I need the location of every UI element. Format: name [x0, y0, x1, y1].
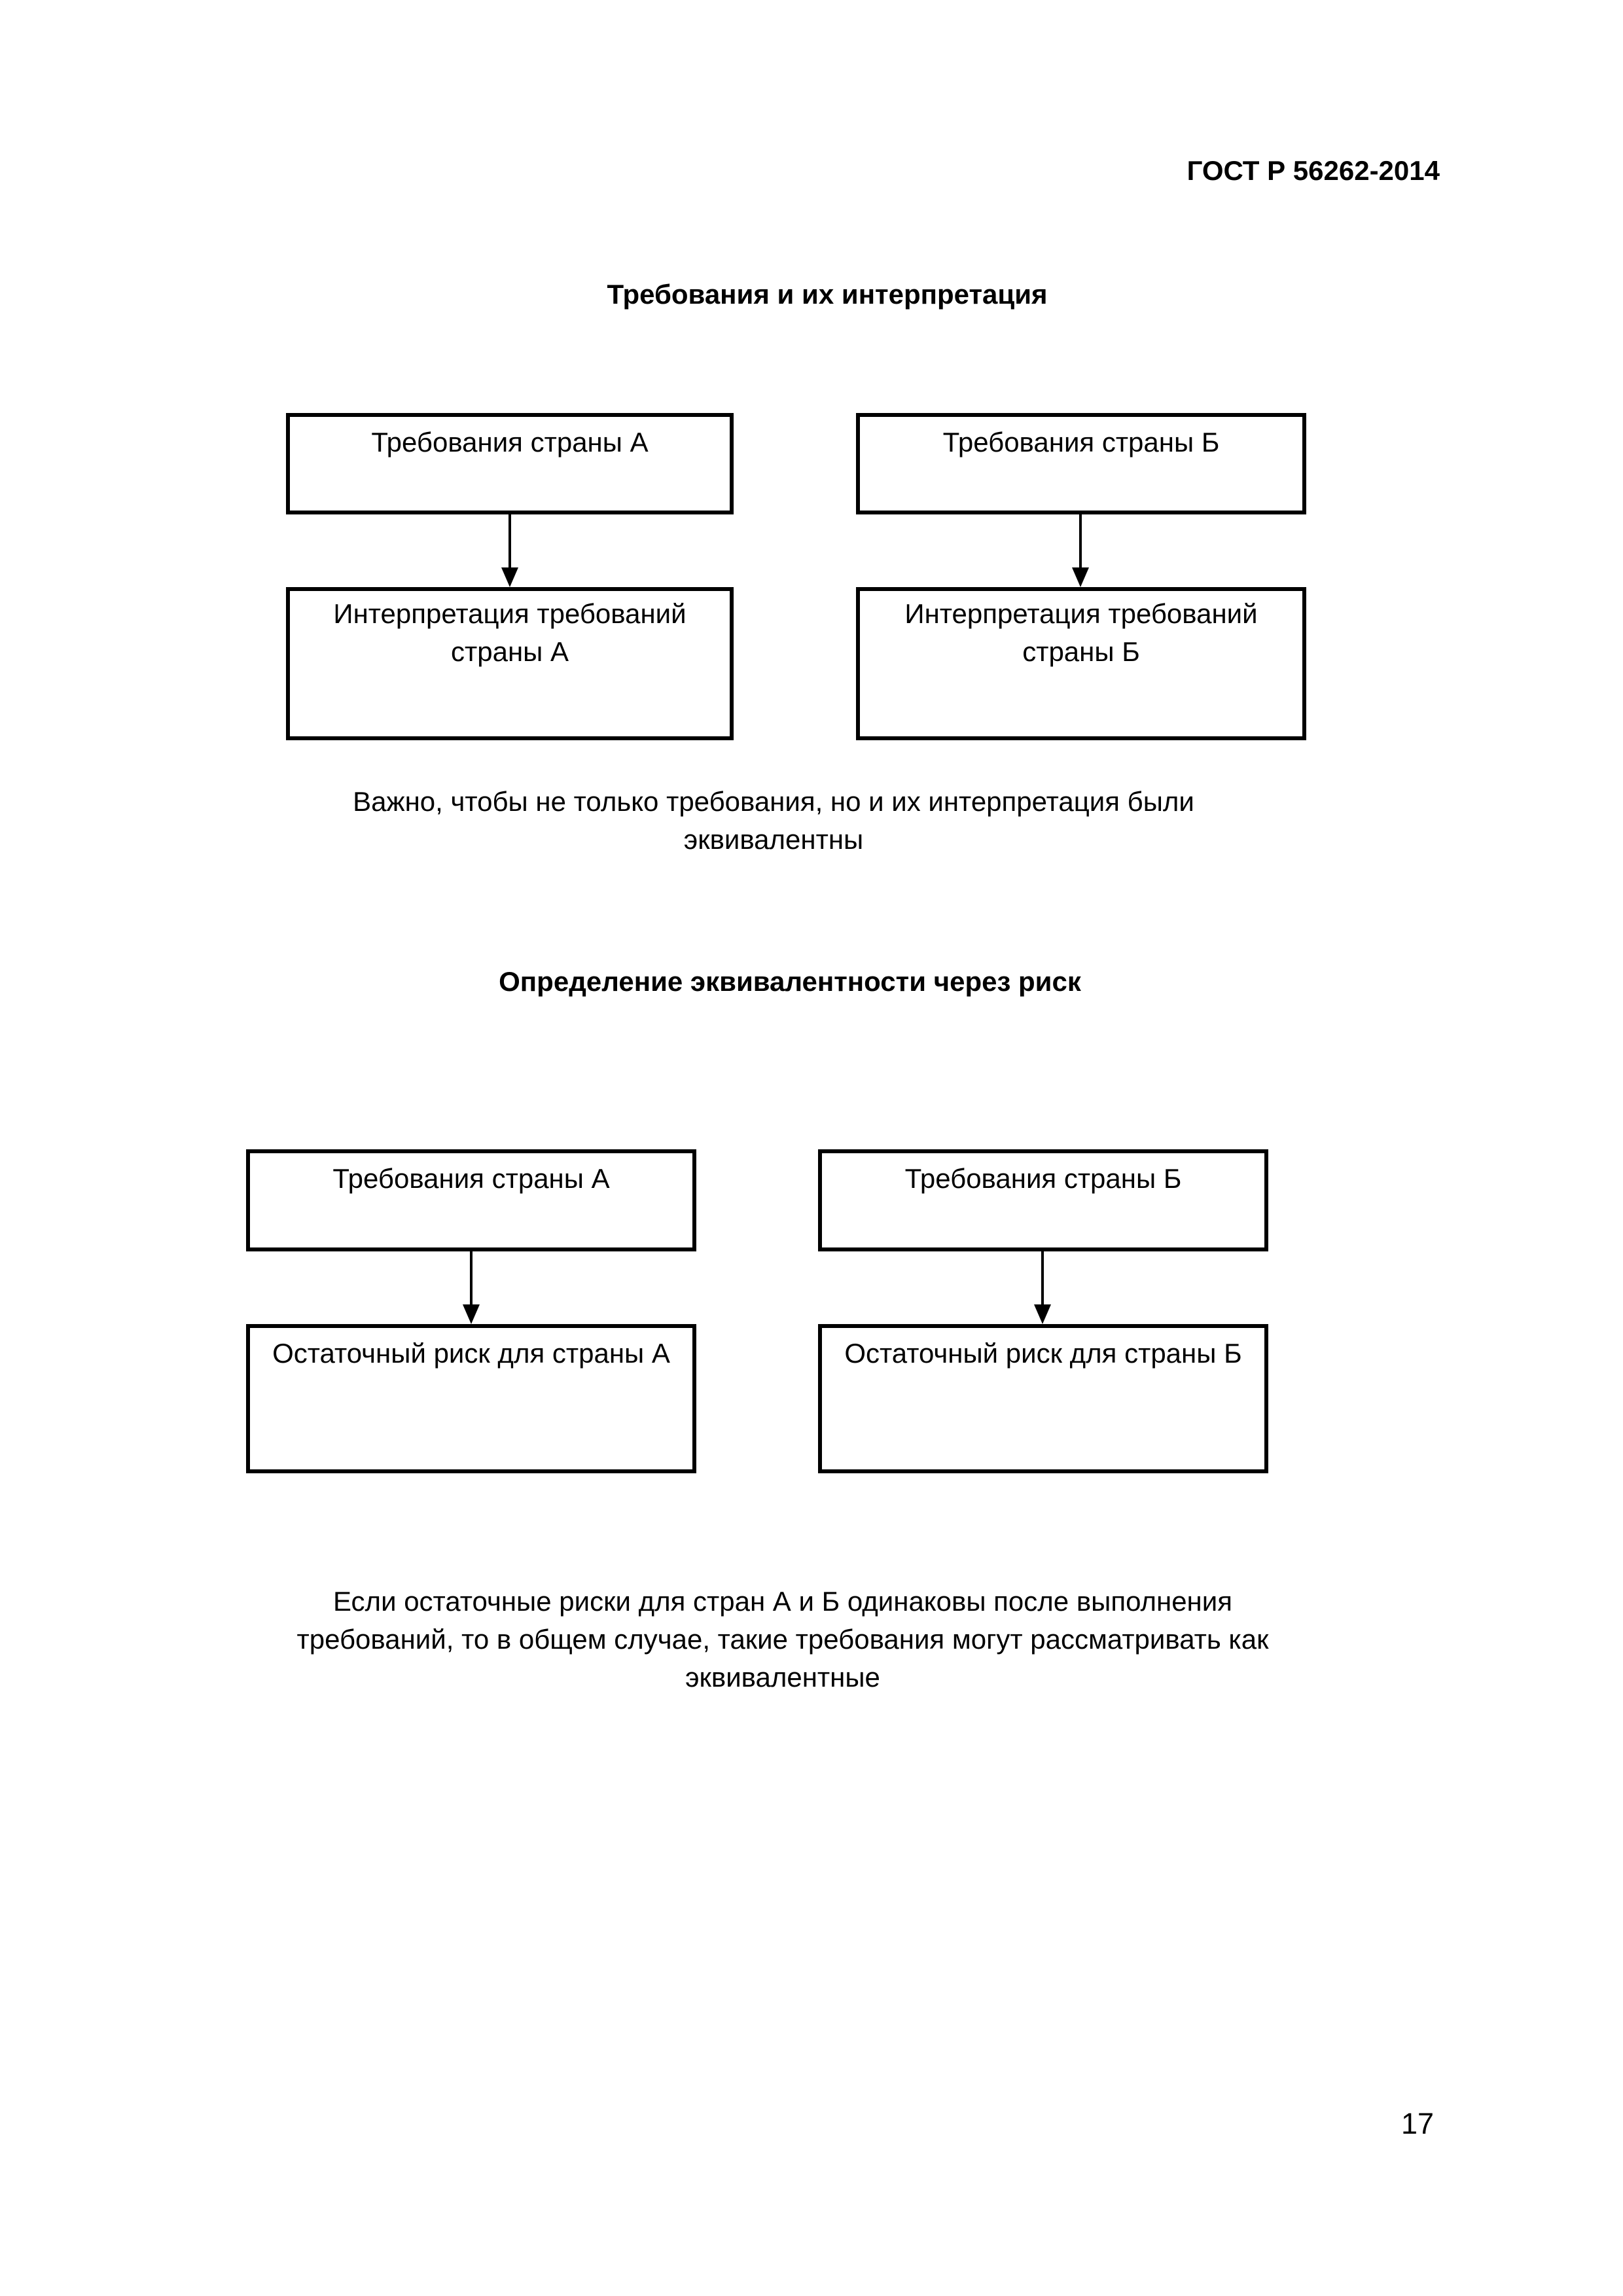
- document-code: ГОСТ Р 56262-2014: [1186, 155, 1440, 186]
- box-label-line: страны А: [450, 636, 569, 667]
- box-label: Требования страны А: [332, 1163, 610, 1194]
- diagram2-box-residual-risk-country-a: Остаточный риск для страны А: [246, 1324, 696, 1473]
- diagram1-title: Требования и их интерпретация: [607, 279, 1048, 310]
- diagram1-box-interpretation-country-b: Интерпретация требований страны Б: [856, 587, 1306, 740]
- down-arrow-icon: [501, 514, 518, 587]
- diagram1-box-requirements-country-a: Требования страны А: [286, 413, 734, 514]
- page-number: 17: [1400, 2107, 1434, 2140]
- caption-line: Если остаточные риски для стран А и Б од…: [333, 1586, 1232, 1617]
- diagram2-box-requirements-country-b: Требования страны Б: [818, 1149, 1268, 1251]
- diagram2-caption: Если остаточные риски для стран А и Б од…: [285, 1583, 1280, 1696]
- box-label-line: Интерпретация требований: [904, 598, 1258, 629]
- caption-line: требований, то в общем случае, такие тре…: [296, 1624, 1269, 1655]
- box-label: Остаточный риск для страны А: [272, 1338, 670, 1369]
- down-arrow-icon: [1072, 514, 1089, 587]
- box-label-line: Интерпретация требований: [333, 598, 687, 629]
- caption-line: Важно, чтобы не только требования, но и …: [353, 786, 1194, 817]
- diagram1-box-interpretation-country-a: Интерпретация требований страны А: [286, 587, 734, 740]
- box-label: Остаточный риск для страны Б: [844, 1338, 1242, 1369]
- box-label: Требования страны Б: [942, 427, 1220, 457]
- diagram1-caption: Важно, чтобы не только требования, но и …: [335, 783, 1212, 859]
- down-arrow-icon: [1034, 1251, 1051, 1324]
- down-arrow-icon: [463, 1251, 480, 1324]
- caption-line: эквивалентные: [685, 1662, 880, 1693]
- diagram2-box-residual-risk-country-b: Остаточный риск для страны Б: [818, 1324, 1268, 1473]
- box-label: Требования страны А: [371, 427, 649, 457]
- diagram1-box-requirements-country-b: Требования страны Б: [856, 413, 1306, 514]
- caption-line: эквивалентны: [683, 824, 864, 855]
- box-label-line: страны Б: [1022, 636, 1140, 667]
- diagram2-box-requirements-country-a: Требования страны А: [246, 1149, 696, 1251]
- diagram2-title: Определение эквивалентности через риск: [499, 966, 1081, 997]
- box-label: Требования страны Б: [904, 1163, 1182, 1194]
